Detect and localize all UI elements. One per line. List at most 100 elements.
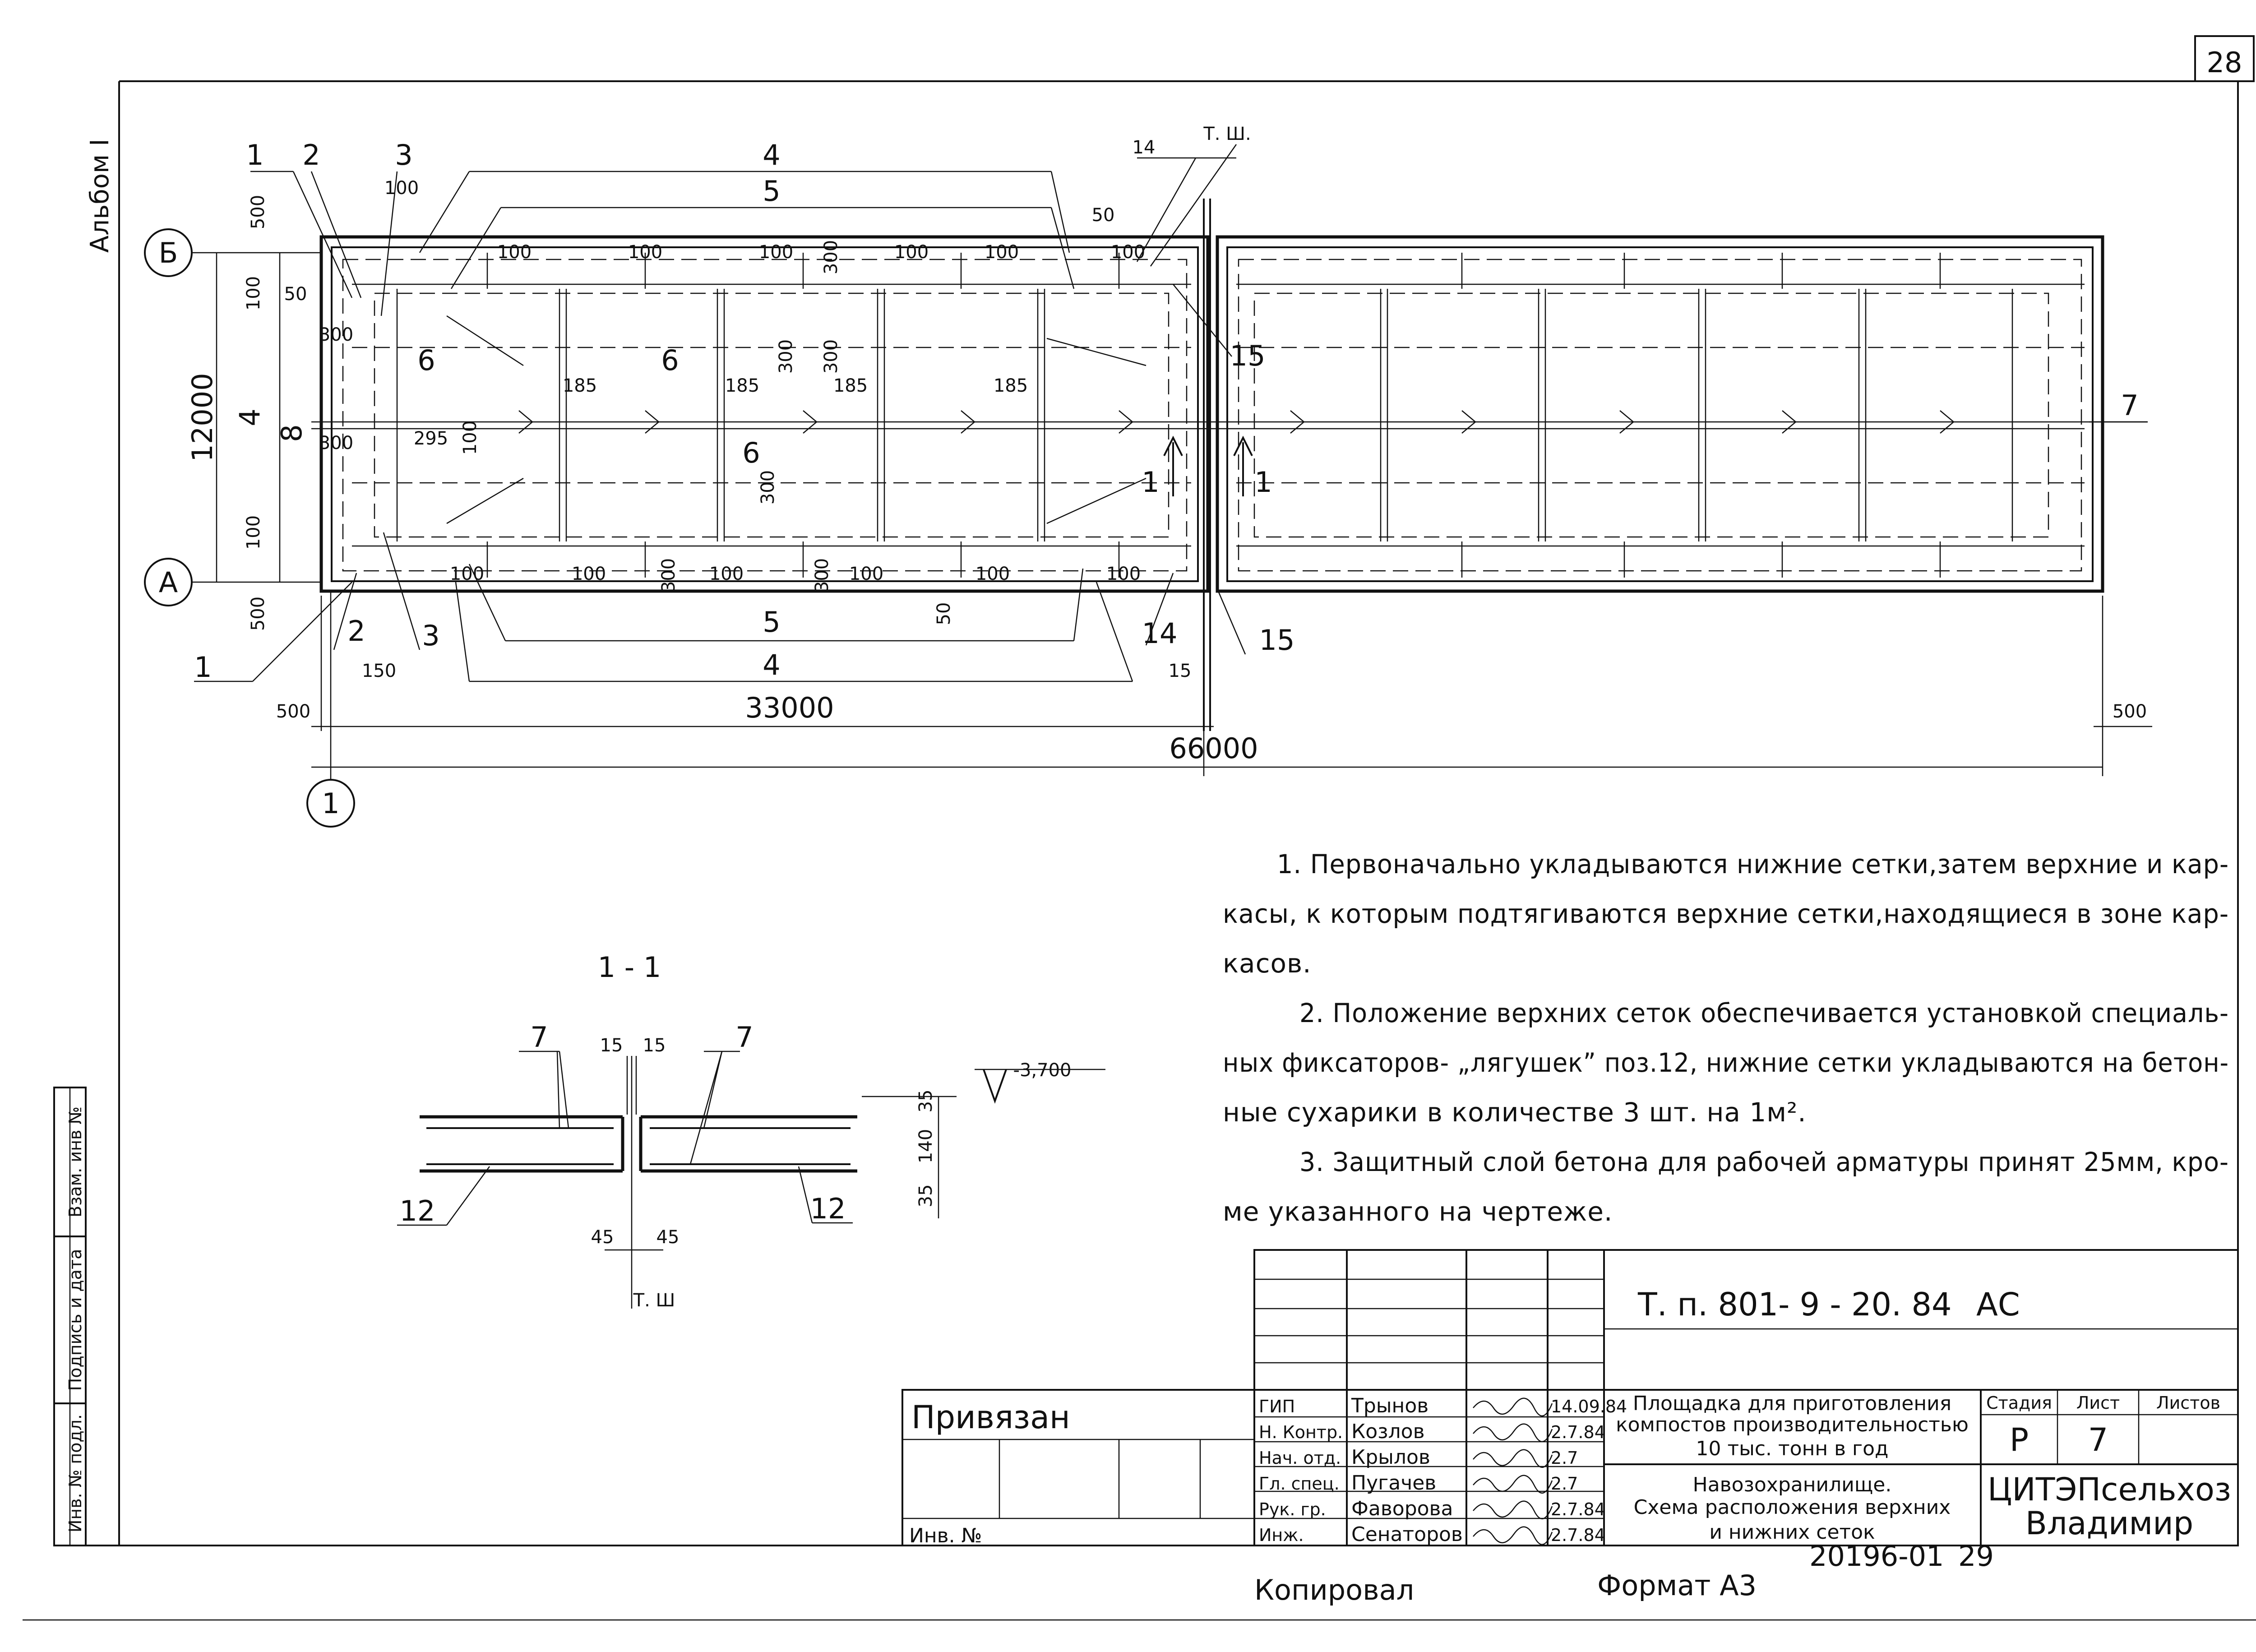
pos-6-top: 6 xyxy=(661,344,679,377)
privyazan-label: Привязан xyxy=(911,1399,1070,1436)
dim-500-bottom-left: 500 xyxy=(276,701,310,722)
axis-markers xyxy=(144,228,355,828)
section-pos-7-right: 7 xyxy=(735,1021,753,1054)
dim-300-bottom-2: 300 xyxy=(812,558,832,592)
sheet-title-line-2: Схема расположения верхних xyxy=(1634,1496,1951,1519)
pos-4-top: 4 xyxy=(763,139,780,171)
dim-100-bottom-2: 100 xyxy=(572,564,606,584)
dim-100-top-2: 100 xyxy=(628,242,662,263)
doc-mark: АС xyxy=(1976,1286,2020,1323)
note-2-line-3: ные сухарики в количестве 3 шт. на 1м². xyxy=(1223,1097,1807,1128)
listov-header: Листов xyxy=(2156,1393,2220,1413)
pos-1-top: 1 xyxy=(246,139,264,171)
note-3-line-1: 3. Защитный слой бетона для рабочей арма… xyxy=(1299,1147,2229,1177)
page-number: 28 xyxy=(2207,46,2242,79)
title-block xyxy=(901,1249,2239,1546)
signature-scribble xyxy=(1473,1500,1553,1519)
signature-name: Трынов xyxy=(1351,1394,1428,1417)
dim-300-mid-1: 300 xyxy=(776,339,796,374)
plan-leaders xyxy=(194,144,2148,682)
section-arrow-right: 1 xyxy=(1254,466,1272,499)
pos-6-left: 6 xyxy=(417,344,435,377)
footer-order-page: 29 xyxy=(1958,1540,1994,1573)
note-2-line-1: 2. Положение верхних сеток обеспечиваетс… xyxy=(1299,998,2229,1028)
dim-100-top-1: 100 xyxy=(497,242,532,263)
dim-300-left-a: 300 xyxy=(319,324,353,345)
dim-100-bottom-5: 100 xyxy=(975,564,1010,584)
dim-300-mid-2: 300 xyxy=(821,339,841,374)
list-header: Лист xyxy=(2076,1393,2120,1413)
dim-150: 150 xyxy=(362,661,396,681)
slab-plan xyxy=(311,199,2148,731)
dim-100-mid: 100 xyxy=(460,421,481,455)
pos-8: 8 xyxy=(275,424,308,442)
dim-500-bottom-right: 500 xyxy=(2113,701,2147,722)
sheet-frame xyxy=(23,35,2256,1621)
signature-role: Инж. xyxy=(1259,1525,1304,1545)
project-line-3: 10 тыс. тонн в год xyxy=(1696,1437,1889,1460)
signature-scribble xyxy=(1473,1449,1553,1468)
footer-format: Формат А3 xyxy=(1597,1569,1757,1602)
signature-role: ГИП xyxy=(1259,1397,1295,1416)
section-pos-12-left: 12 xyxy=(400,1194,435,1227)
footer-kopiroval: Копировал xyxy=(1254,1573,1414,1606)
pos-14-top: 14 xyxy=(1133,137,1156,158)
dim-100-bottom-6: 100 xyxy=(1106,564,1141,584)
section-level: -3,700 xyxy=(1013,1060,1072,1081)
left-stamp-strip xyxy=(53,1087,87,1546)
dim-33000: 33000 xyxy=(745,691,834,724)
dim-100-topleft: 100 xyxy=(384,178,419,199)
signature-name: Крылов xyxy=(1351,1446,1430,1469)
doc-code: Т. п. 801- 9 - 20. 84 xyxy=(1637,1286,1952,1323)
org-line-1: ЦИТЭПсельхоз xyxy=(1988,1471,2231,1508)
pos-5-bottom: 5 xyxy=(763,606,780,639)
dim-185-4: 185 xyxy=(994,375,1028,396)
section-title: 1 - 1 xyxy=(598,951,661,984)
pos-1-bottom: 1 xyxy=(194,651,212,684)
inv-no-label: Инв. № xyxy=(909,1524,982,1547)
sheet-title-line-3: и нижних сеток xyxy=(1709,1521,1875,1544)
dim-100-left-b: 100 xyxy=(243,515,264,550)
signature-date: 2.7.84 xyxy=(1551,1422,1605,1442)
signature-scribble xyxy=(1473,1526,1553,1545)
dim-4-axis: 4 xyxy=(233,408,266,426)
signature-name: Сенаторов xyxy=(1351,1523,1463,1546)
notes-block: 1. Первоначально укладываются нижние сет… xyxy=(1223,849,2229,1227)
signature-scribble xyxy=(1473,1475,1553,1494)
signature-date: 2.7 xyxy=(1551,1474,1578,1494)
dim-295: 295 xyxy=(414,428,448,449)
dim-12000: 12000 xyxy=(186,373,219,462)
dim-300-mid-3: 300 xyxy=(758,470,778,504)
dim-185-3: 185 xyxy=(833,375,868,396)
section-arrow-left: 1 xyxy=(1142,466,1159,499)
section-dim-35-bottom: 35 xyxy=(915,1185,936,1208)
section-dim-15-left: 15 xyxy=(600,1035,623,1056)
dim-100-top-5: 100 xyxy=(985,242,1019,263)
org-line-2: Владимир xyxy=(2025,1505,2193,1542)
dim-100-left-a: 100 xyxy=(243,276,264,310)
pos-4-bottom: 4 xyxy=(763,648,780,681)
strip-podpis-data: Подпись и дата xyxy=(65,1249,85,1391)
section-pos-12-right: 12 xyxy=(810,1192,846,1225)
pos-6-mid: 6 xyxy=(742,436,760,469)
pos-15-right: 15 xyxy=(1230,339,1266,372)
section-pos-7-left: 7 xyxy=(530,1021,548,1054)
dim-100-top-6: 100 xyxy=(1111,242,1145,263)
dim-100-bottom-3: 100 xyxy=(709,564,744,584)
section-label-tsh: Т. Ш xyxy=(633,1290,675,1311)
strip-inv-podl: Инв. № подл. xyxy=(65,1414,85,1532)
signature-date: 2.7.84 xyxy=(1551,1499,1605,1519)
signature-date: 2.7.84 xyxy=(1551,1525,1605,1545)
dim-185-2: 185 xyxy=(725,375,759,396)
footer-order: 20196-01 xyxy=(1809,1540,1944,1573)
pos-5-top: 5 xyxy=(763,175,780,208)
project-line-1: Площадка для приготовления xyxy=(1633,1392,1951,1415)
note-1-line-1: 1. Первоначально укладываются нижние сет… xyxy=(1277,849,2229,879)
signature-date: 14.09.84 xyxy=(1551,1397,1627,1416)
section-dim-15-right: 15 xyxy=(643,1035,666,1056)
dim-50-left: 50 xyxy=(284,284,307,305)
dim-300-left-b: 300 xyxy=(319,433,353,453)
signature-role: Гл. спец. xyxy=(1259,1474,1340,1494)
dim-300-bottom-1: 300 xyxy=(658,558,679,592)
